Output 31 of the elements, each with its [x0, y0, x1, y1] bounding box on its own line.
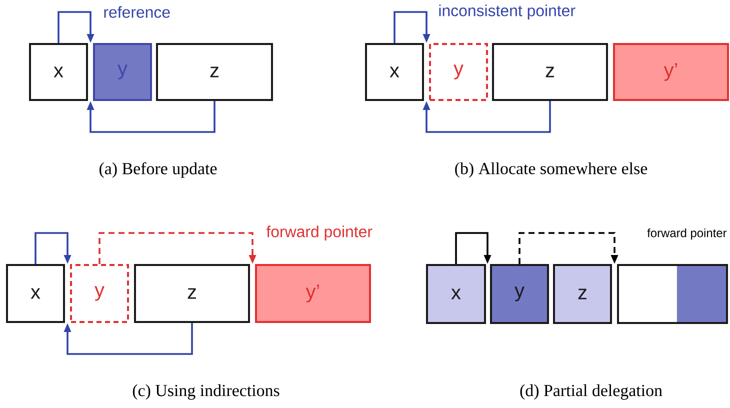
arrow — [58, 11, 94, 43]
memory-block: z — [492, 43, 608, 101]
arrow — [455, 232, 492, 264]
caption: (a) Before update — [100, 162, 217, 178]
memory-block: x — [29, 43, 88, 101]
memory-block: y — [490, 264, 549, 324]
arrow — [518, 232, 618, 264]
memory-block: y — [70, 264, 129, 323]
memory-block: z — [156, 43, 273, 101]
arrow — [422, 101, 551, 133]
memory-block: x — [365, 43, 424, 101]
edge-label: reference — [104, 6, 170, 18]
arrow — [394, 11, 430, 43]
memory-block: z — [553, 264, 612, 324]
caption: (c) Using indirections — [132, 384, 280, 400]
memory-block: y’ — [613, 43, 729, 101]
edge-label: inconsistent pointer — [439, 4, 576, 20]
memory-block: x — [6, 264, 65, 323]
arrow — [86, 101, 216, 133]
caption: (d) Partial delegation — [520, 384, 662, 400]
memory-block — [617, 264, 728, 324]
memory-block: x — [426, 264, 486, 324]
memory-block: z — [134, 264, 250, 323]
arrow — [98, 232, 256, 264]
memory-block: y — [429, 43, 488, 101]
caption: (b) Allocate somewhere else — [455, 162, 648, 178]
arrow — [34, 232, 72, 264]
edge-label: forward pointer — [647, 228, 727, 240]
edge-label: forward pointer — [266, 226, 372, 240]
arrow — [64, 323, 193, 355]
memory-block: y’ — [255, 264, 371, 323]
